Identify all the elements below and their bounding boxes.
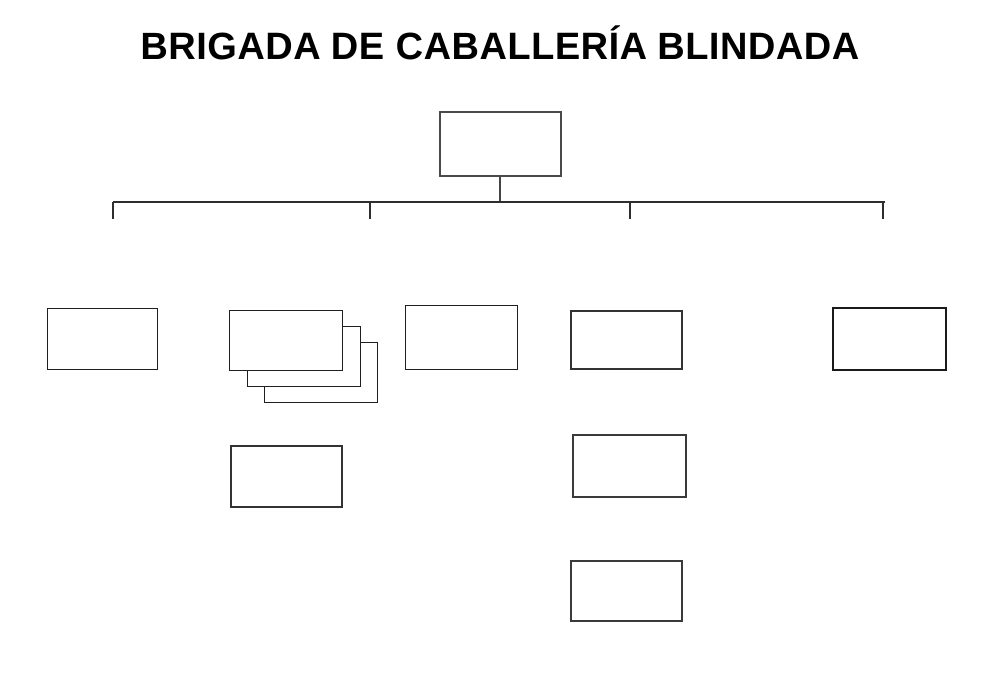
connector-tick-3 <box>629 202 631 219</box>
sub-unit-box-1 <box>230 445 343 508</box>
sub-unit-box-2 <box>572 434 687 498</box>
connector-tick-1 <box>112 202 114 219</box>
unit-box-4 <box>570 310 683 370</box>
connector-tick-4 <box>882 202 884 219</box>
chart-title: BRIGADA DE CABALLERÍA BLINDADA <box>140 26 860 68</box>
unit-box-5 <box>832 307 947 371</box>
unit-box-3 <box>405 305 518 370</box>
root-box <box>439 111 562 177</box>
connector-rail <box>113 201 885 203</box>
connector-stem <box>499 177 501 203</box>
connector-tick-2 <box>369 202 371 219</box>
sub-sub-unit-box <box>570 560 683 622</box>
unit-box-2-stack-front <box>229 310 343 371</box>
unit-box-1 <box>47 308 158 370</box>
